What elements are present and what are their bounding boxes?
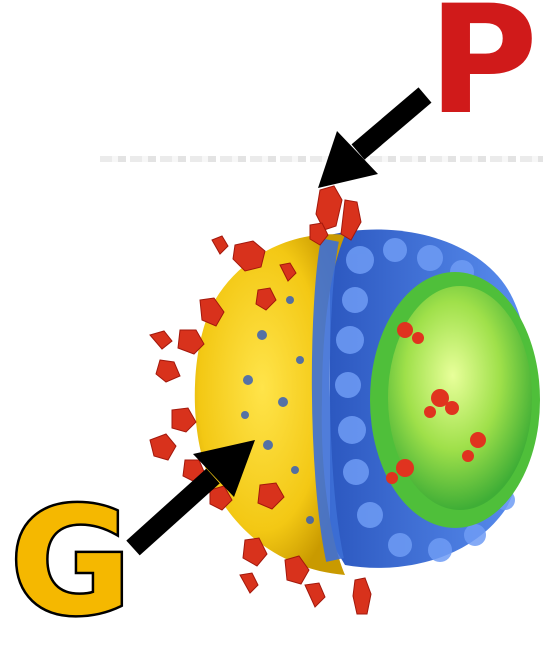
label-g: G <box>10 488 131 636</box>
core-layer <box>370 272 540 528</box>
label-p: P <box>428 0 534 136</box>
arrow-to-spike <box>318 95 425 188</box>
envelope-layer <box>195 234 345 575</box>
